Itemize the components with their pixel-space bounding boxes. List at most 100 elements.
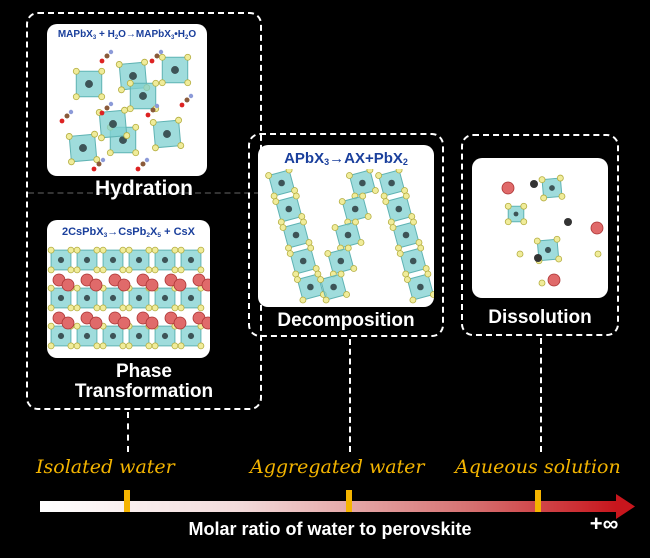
halide-atom — [337, 270, 345, 278]
lead-atom — [285, 205, 293, 213]
halide-atom — [409, 296, 417, 304]
cesium-atom — [173, 278, 187, 292]
lead-atom — [109, 294, 117, 302]
axis-title: Molar ratio of water to perovskite — [188, 519, 472, 539]
stage-aqueous-solution: Aqueous solution — [455, 456, 621, 478]
halide-atom — [125, 246, 133, 254]
halide-atom — [99, 246, 107, 254]
halide-atom — [343, 291, 350, 298]
lead-atom — [307, 283, 314, 291]
halide-atom — [73, 304, 81, 312]
halide-atom — [145, 342, 153, 350]
nitrogen-atom — [108, 101, 114, 107]
group-divider — [28, 192, 260, 194]
stage-aggregated-water: Aggregated water — [250, 456, 425, 478]
lead-atom — [161, 332, 169, 340]
lead-atom — [139, 92, 147, 100]
halide-atom — [119, 342, 127, 350]
halide-atom — [47, 284, 55, 292]
carbon-atom — [96, 161, 102, 167]
lead-atom — [187, 294, 195, 302]
halide-atom — [184, 79, 192, 87]
halide-atom — [93, 266, 101, 274]
lead-atom — [83, 332, 91, 340]
lead-atom — [161, 256, 169, 264]
lead-atom — [388, 179, 395, 187]
nitrogen-atom — [100, 157, 106, 163]
halide-atom — [298, 213, 306, 220]
halide-atom — [121, 106, 128, 114]
halide-atom — [520, 218, 528, 226]
halide-atom — [47, 266, 55, 274]
infinity-label: +∞ — [589, 511, 619, 536]
halide-atom — [171, 266, 179, 274]
lead-atom — [79, 144, 87, 152]
halide-atom — [270, 192, 278, 200]
cesium-atom — [117, 316, 131, 330]
halide-atom — [115, 61, 123, 68]
lead-ion — [564, 218, 572, 226]
halide-atom — [422, 265, 430, 272]
cesium-atom — [117, 278, 131, 292]
halide-atom — [177, 304, 185, 312]
halide-ion — [538, 279, 546, 287]
lead-atom — [549, 185, 555, 191]
halide-atom — [389, 224, 397, 231]
oxygen-atom — [91, 166, 97, 172]
halide-atom — [151, 266, 159, 274]
carbon-atom — [150, 107, 156, 113]
oxygen-atom — [99, 110, 105, 116]
connector-isolated — [127, 412, 129, 452]
lead-atom — [135, 256, 143, 264]
halide-atom — [285, 244, 292, 252]
halide-atom — [424, 270, 432, 278]
hydration-card: MAPbX3 + H2O→MAPbX3•H2O — [47, 24, 207, 176]
halide-atom — [408, 213, 416, 220]
lead-atom — [359, 179, 366, 187]
halide-atom — [350, 265, 358, 272]
halide-atom — [119, 266, 127, 274]
phase-card: 2CsPbX3→CsPb2X5 + CsX — [47, 220, 210, 358]
lead-atom — [330, 283, 337, 291]
halide-atom — [175, 116, 182, 124]
halide-atom — [93, 156, 101, 163]
carbon-atom — [64, 113, 70, 119]
nitrogen-atom — [158, 49, 164, 55]
halide-atom — [197, 266, 205, 274]
halide-atom — [47, 304, 55, 312]
halide-atom — [357, 239, 365, 246]
halide-atom — [158, 79, 166, 87]
phase-label-line1: Phase — [116, 361, 172, 382]
cesium-atom — [61, 316, 75, 330]
lead-ion — [534, 254, 542, 262]
chain-crystal-structure — [265, 169, 434, 304]
cesium-atom — [201, 316, 210, 330]
carbon-atom — [104, 53, 110, 59]
tick-isolated-water — [124, 490, 130, 512]
halide-atom — [158, 53, 166, 61]
lead-atom — [292, 231, 300, 239]
halide-atom — [504, 202, 512, 210]
halide-atom — [184, 53, 192, 61]
halide-atom — [197, 246, 205, 254]
halide-atom — [410, 218, 417, 226]
nitrogen-atom — [188, 93, 194, 99]
halide-atom — [73, 342, 81, 350]
tick-aggregated-water — [346, 490, 352, 512]
halide-atom — [73, 322, 81, 330]
lead-atom — [129, 72, 137, 80]
halide-atom — [299, 296, 307, 304]
halide-atom — [177, 342, 185, 350]
halide-atom — [141, 58, 148, 66]
lead-atom — [109, 332, 117, 340]
halide-atom — [145, 266, 153, 274]
halide-atom — [65, 133, 73, 140]
halide-atom — [125, 342, 133, 350]
halide-atom — [99, 304, 107, 312]
carbon-atom — [154, 53, 160, 59]
halide-atom — [125, 304, 133, 312]
oxygen-atom — [135, 166, 141, 172]
lead-atom — [171, 66, 179, 74]
carbon-atom — [140, 161, 146, 167]
halide-atom — [73, 246, 81, 254]
